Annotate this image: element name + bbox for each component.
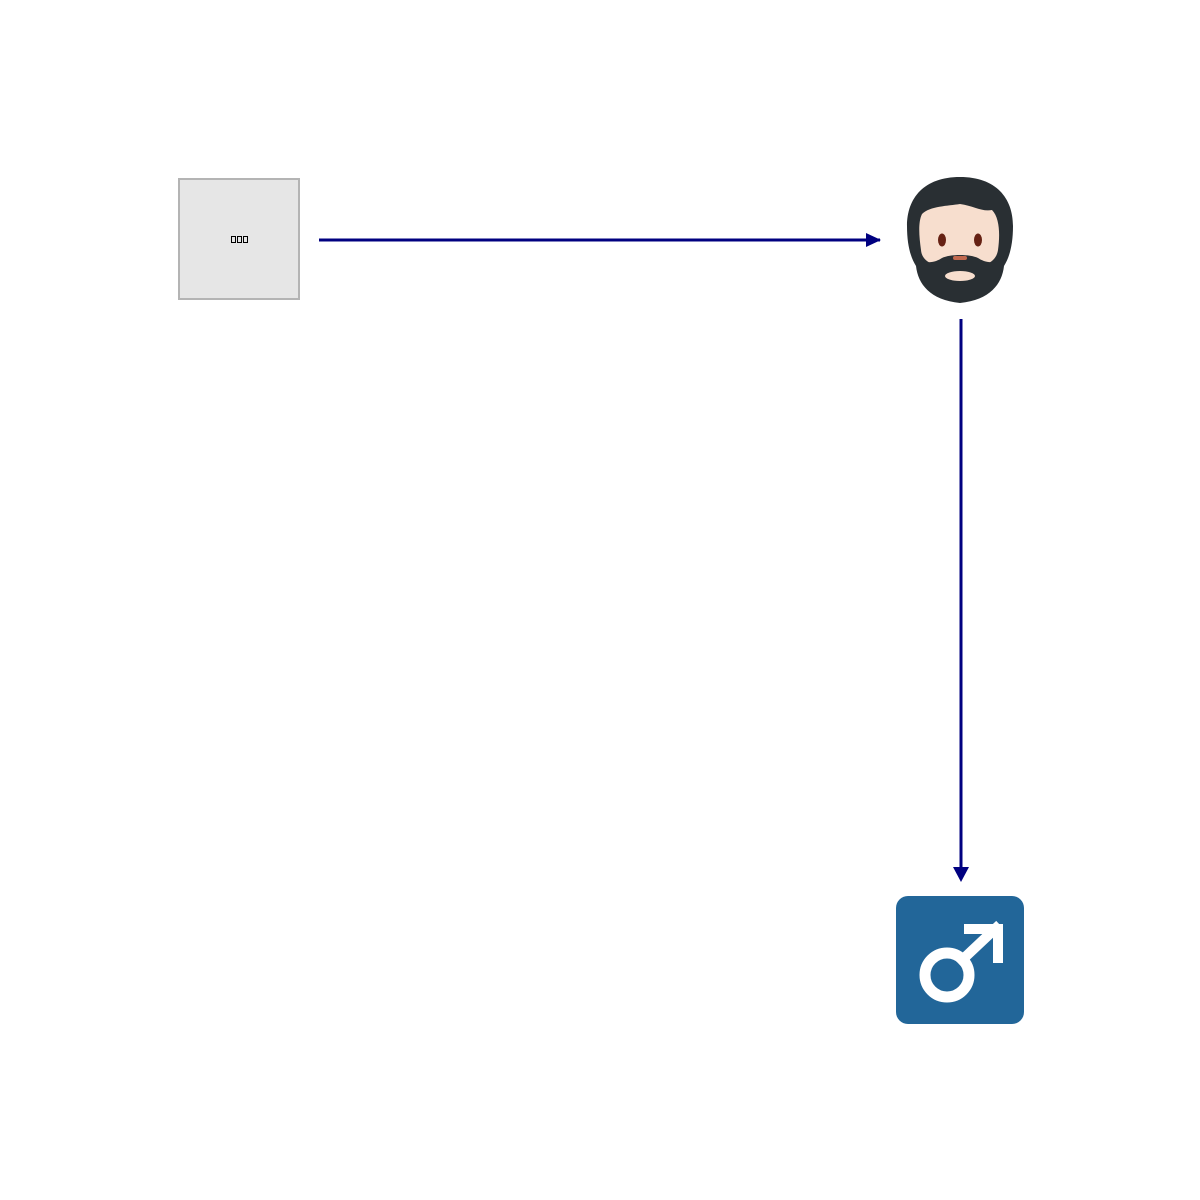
edge-person-to-male-sign (953, 319, 969, 882)
arrowhead-icon (953, 867, 969, 882)
tofu-glyph (230, 235, 236, 243)
tofu-glyph (242, 235, 248, 243)
unknown-glyph-node (178, 178, 300, 300)
male-sign-emoji-icon (896, 896, 1024, 1024)
edge-box-to-person (319, 233, 881, 247)
tofu-glyph (236, 235, 242, 243)
arrowhead-icon (866, 233, 881, 247)
missing-glyph-tofu-icon (230, 235, 248, 243)
bearded-person-emoji-icon (907, 177, 1013, 303)
